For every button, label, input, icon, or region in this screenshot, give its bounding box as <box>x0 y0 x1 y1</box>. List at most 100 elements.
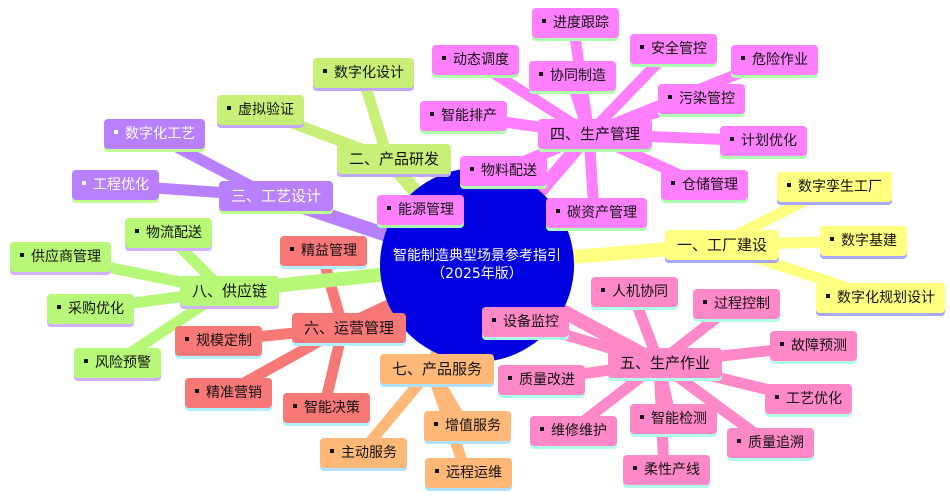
subtopic-label: 危险作业 <box>752 52 808 68</box>
subtopic[interactable]: 数字孪生工厂 <box>777 172 892 202</box>
bullet-icon <box>20 253 24 257</box>
subtopic[interactable]: 物料配送 <box>460 156 547 186</box>
subtopic[interactable]: 碳资产管理 <box>546 198 647 228</box>
subtopic[interactable]: 过程控制 <box>693 289 780 319</box>
subtopic[interactable]: 维修维护 <box>530 416 617 446</box>
branch-topic-label: 七、产品服务 <box>392 360 483 378</box>
subtopic-label: 过程控制 <box>714 296 770 312</box>
bullet-icon <box>640 45 644 49</box>
subtopic-label: 质量改进 <box>519 372 575 388</box>
subtopic[interactable]: 动态调度 <box>432 45 519 75</box>
branch-topic[interactable]: 三、工艺设计 <box>219 181 334 211</box>
subtopic[interactable]: 计划优化 <box>720 126 807 156</box>
subtopic[interactable]: 工艺优化 <box>765 384 852 414</box>
branch-topic[interactable]: 二、产品研发 <box>337 144 452 174</box>
bullet-icon <box>185 337 189 341</box>
subtopic[interactable]: 采购优化 <box>47 294 134 324</box>
subtopic[interactable]: 主动服务 <box>320 438 407 468</box>
subtopic[interactable]: 质量改进 <box>498 365 585 395</box>
subtopic-label: 安全管控 <box>651 41 707 57</box>
bullet-icon <box>741 56 745 60</box>
subtopic[interactable]: 远程运维 <box>425 458 512 488</box>
bullet-icon <box>195 389 199 393</box>
subtopic[interactable]: 能源管理 <box>377 195 464 225</box>
subtopic-label: 数字孪生工厂 <box>798 179 882 195</box>
subtopic-label: 主动服务 <box>341 445 397 461</box>
branch-topic[interactable]: 六、运营管理 <box>292 313 407 343</box>
subtopic-label: 供应商管理 <box>31 249 101 265</box>
subtopic[interactable]: 数字化规划设计 <box>816 283 945 313</box>
subtopic-label: 仓储管理 <box>682 177 738 193</box>
branch-topic[interactable]: 八、供应链 <box>180 276 280 306</box>
subtopic-label: 物流配送 <box>146 225 202 241</box>
subtopic[interactable]: 增值服务 <box>424 411 511 441</box>
branch-topic[interactable]: 七、产品服务 <box>380 354 495 384</box>
subtopic[interactable]: 安全管控 <box>630 34 717 64</box>
subtopic-label: 采购优化 <box>68 301 124 317</box>
subtopic[interactable]: 协同制造 <box>529 61 616 91</box>
branch-topic-label: 六、运营管理 <box>304 319 395 337</box>
subtopic-label: 风险预警 <box>95 355 151 371</box>
subtopic-label: 数字化规划设计 <box>837 290 935 306</box>
branch-topic[interactable]: 四、生产管理 <box>538 119 653 149</box>
subtopic[interactable]: 设备监控 <box>482 307 569 337</box>
subtopic[interactable]: 工程优化 <box>72 170 159 200</box>
subtopic[interactable]: 智能排产 <box>420 101 507 131</box>
subtopic[interactable]: 物流配送 <box>125 218 212 248</box>
bullet-icon <box>556 209 560 213</box>
subtopic[interactable]: 精益管理 <box>280 236 367 266</box>
subtopic[interactable]: 质量追溯 <box>727 428 814 458</box>
bullet-icon <box>135 229 139 233</box>
subtopic-label: 柔性产线 <box>644 462 700 478</box>
subtopic[interactable]: 进度跟踪 <box>532 8 619 38</box>
bullet-icon <box>775 395 779 399</box>
subtopic[interactable]: 虚拟验证 <box>217 95 304 125</box>
bullet-icon <box>540 427 544 431</box>
subtopic[interactable]: 精准营销 <box>185 378 272 408</box>
subtopic-label: 污染管控 <box>679 91 735 107</box>
bullet-icon <box>430 112 434 116</box>
subtopic[interactable]: 污染管控 <box>658 84 745 114</box>
subtopic[interactable]: 规模定制 <box>175 326 262 356</box>
subtopic[interactable]: 人机协同 <box>591 277 678 307</box>
subtopic[interactable]: 危险作业 <box>731 45 818 75</box>
bullet-icon <box>826 294 830 298</box>
bullet-icon <box>633 466 637 470</box>
subtopic-label: 数字基建 <box>841 233 897 249</box>
subtopic-label: 维修维护 <box>551 423 607 439</box>
subtopic-label: 数字化设计 <box>334 65 404 81</box>
subtopic-label: 人机协同 <box>612 284 668 300</box>
bullet-icon <box>671 181 675 185</box>
subtopic[interactable]: 故障预测 <box>770 331 857 361</box>
subtopic[interactable]: 仓储管理 <box>661 170 748 200</box>
branch-topic-label: 五、生产作业 <box>620 354 711 372</box>
bullet-icon <box>114 130 118 134</box>
subtopic-label: 智能检测 <box>651 411 707 427</box>
subtopic[interactable]: 智能检测 <box>630 404 717 434</box>
bullet-icon <box>830 237 834 241</box>
subtopic[interactable]: 数字化设计 <box>313 58 414 88</box>
bullet-icon <box>57 305 61 309</box>
subtopic[interactable]: 供应商管理 <box>10 242 111 272</box>
bullet-icon <box>227 106 231 110</box>
central-topic-title: 智能制造典型场景参考指引 <box>393 248 561 264</box>
branch-topic-label: 三、工艺设计 <box>231 187 322 205</box>
subtopic-label: 精益管理 <box>301 243 357 259</box>
branch-topic[interactable]: 五、生产作业 <box>608 348 723 378</box>
subtopic-label: 智能排产 <box>441 108 497 124</box>
subtopic[interactable]: 风险预警 <box>74 348 161 378</box>
bullet-icon <box>470 167 474 171</box>
subtopic[interactable]: 柔性产线 <box>623 455 710 485</box>
subtopic-label: 数字化工艺 <box>125 126 195 142</box>
branch-topic-label: 八、供应链 <box>192 282 268 300</box>
subtopic[interactable]: 智能决策 <box>283 393 370 423</box>
subtopic-label: 精准营销 <box>206 385 262 401</box>
subtopic[interactable]: 数字化工艺 <box>104 119 205 149</box>
bullet-icon <box>640 415 644 419</box>
subtopic-label: 工艺优化 <box>786 391 842 407</box>
branch-topic[interactable]: 一、工厂建设 <box>665 230 780 260</box>
bullet-icon <box>442 56 446 60</box>
subtopic[interactable]: 数字基建 <box>820 226 907 256</box>
bullet-icon <box>82 181 86 185</box>
